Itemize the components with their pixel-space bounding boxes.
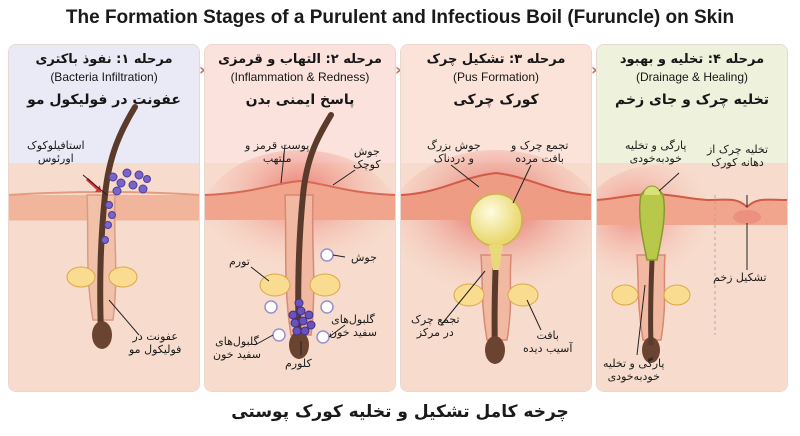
stage-4-illustration [597,45,787,391]
bacteria-cluster [288,298,316,336]
label-colorm: کلورم [285,357,312,370]
label-scar-formation: تشکیل زخم [713,271,767,284]
stage-1-illustration [9,45,199,391]
stage-2-title: مرحله ۲: التهاب و قرمزی [218,52,382,67]
stage-3-panel: مرحله ۳: تشکیل چرک (Pus Formation) کورک … [400,44,592,392]
stage-4-english-title: (Drainage & Healing) [635,70,749,84]
bacteria-cluster [101,168,151,244]
stage-2-panel: مرحله ۲: التهاب و قرمزی (Inflammation & … [204,44,396,392]
label-pimple: جوش [351,251,377,264]
stage-3-subtitle: کورک چرکی [453,92,539,108]
footer-caption: چرخه کامل تشکیل و تخلیه کورک پوستی [231,402,569,422]
stage-4-title: مرحله ۴: تخلیه و بهبود [619,52,765,67]
stage-1-subtitle: عفونت در فولیکول مو [27,92,181,108]
pus-pocket [469,193,523,247]
label-swelling: تورم [229,255,250,268]
page-title: The Formation Stages of a Purulent and I… [65,7,735,28]
stage-1-english-title: (Bacteria Infiltration) [50,70,158,84]
stage-3-english-title: (Pus Formation) [452,70,540,84]
stage-2-subtitle: پاسخ ایمنی بدن [245,92,355,108]
stage-4-panel: مرحله ۴: تخلیه و بهبود (Drainage & Heali… [596,44,788,392]
chevron-right-icon: › [395,60,402,79]
stage-4-subtitle: تخلیه چرک و جای زخم [615,92,769,108]
chevron-right-icon: › [591,60,598,79]
stage-3-illustration [401,45,591,391]
stage-2-english-title: (Inflammation & Redness) [230,70,370,84]
white-blood-cells [264,248,334,344]
chevron-right-icon: › [199,60,206,79]
stage-1-title: مرحله ۱: نفوذ باکتری [35,52,173,67]
stage-3-title: مرحله ۳: تشکیل چرک [426,52,566,67]
stage-2-illustration [205,45,395,391]
stage-1-panel: مرحله ۱: نفوذ باکتری (Bacteria Infiltrat… [8,44,200,392]
